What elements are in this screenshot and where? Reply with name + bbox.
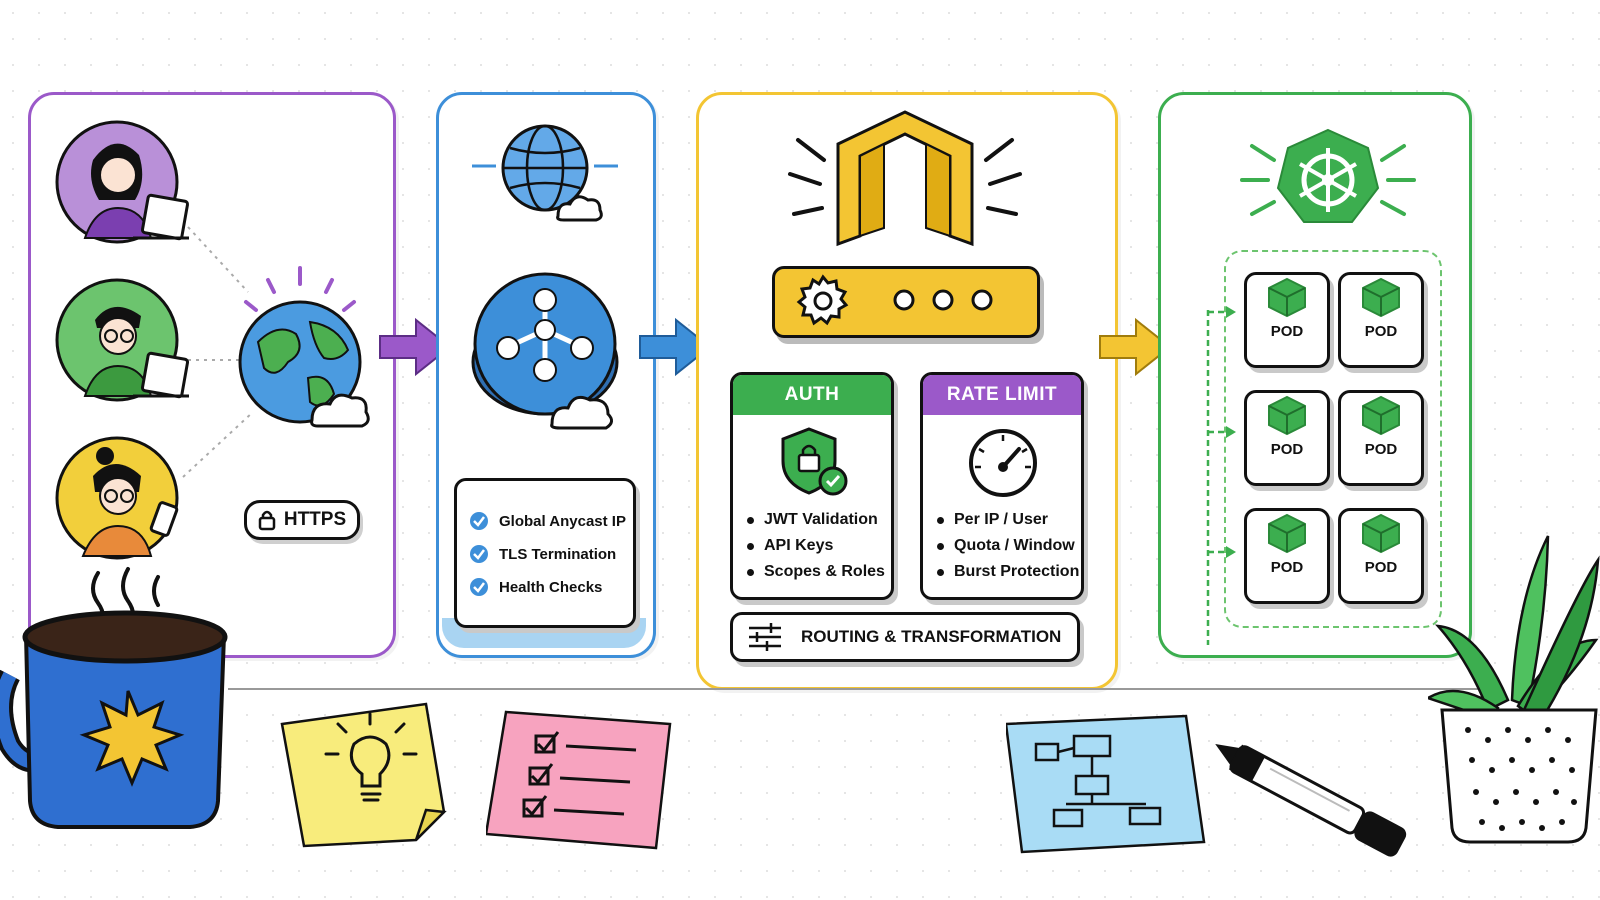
auth-item: Scopes & Roles [747,563,885,581]
pod-card: POD [1338,272,1424,368]
pod-card: POD [1338,390,1424,486]
speedometer-icon [969,429,1037,497]
check-circle-icon [470,578,488,596]
shield-lock-icon [781,427,848,496]
feature-item-anycast: Global Anycast IP [469,511,626,531]
cube-icon [1268,395,1306,436]
rate-limit-item: Per IP / User [937,511,1048,529]
auth-card: AUTH JWT Validation API Keys Scopes & Ro… [730,372,894,600]
clients-illustration [182,226,254,478]
check-circle-icon [470,512,488,530]
flow-arrow-gateway-to-cluster [1099,317,1172,377]
auth-item: JWT Validation [747,511,878,529]
routing-transformation-bar: ROUTING & TRANSFORMATION [730,612,1080,662]
flow-arrow-clients-to-lb [379,317,452,377]
auth-item: API Keys [747,537,833,555]
pod-label: POD [1270,441,1304,458]
internet-globe-icon [238,266,370,428]
pod-label: POD [1270,559,1304,576]
user-woman-laptop-avatar [55,120,190,244]
feature-item-tls: TLS Termination [469,544,616,564]
coffee-mug-icon [0,567,228,829]
pod-card: POD [1244,508,1330,604]
auth-item-label: JWT Validation [764,511,878,528]
pod-card: POD [1338,508,1424,604]
sticky-note-flowchart [1006,714,1206,854]
feature-item-health: Health Checks [469,577,602,597]
rate-limit-item: Burst Protection [937,563,1079,581]
gateway-portal-icon [788,110,1022,247]
sliders-icon [749,623,781,651]
auth-item-label: API Keys [764,537,834,554]
potted-plant-icon [1428,535,1600,844]
feature-label: Global Anycast IP [499,512,626,530]
user-man-laptop-avatar [55,278,190,402]
rate-limit-card: RATE LIMIT Per IP / User Quota / Window … [920,372,1084,600]
load-balancer-hub-icon [471,272,619,430]
pod-label: POD [1364,559,1398,576]
lock-icon [258,510,276,531]
https-badge: HTTPS [244,500,360,540]
pod-label: POD [1270,323,1304,340]
pod-label: POD [1364,441,1398,458]
pods-group-boundary [1224,250,1442,628]
feature-label: TLS Termination [499,545,617,563]
flow-arrow-lb-to-gateway [639,317,712,377]
check-circle-icon [470,545,488,563]
sticky-note-lightbulb [280,702,447,848]
rate-limit-item-label: Burst Protection [954,563,1080,580]
dns-globe-icon [472,124,618,222]
load-balancer-features-card: Global Anycast IP TLS Termination Health… [454,478,636,628]
pod-card: POD [1244,272,1330,368]
rate-limit-item-label: Quota / Window [954,537,1075,554]
auth-item-label: Scopes & Roles [764,563,885,580]
cube-icon [1362,277,1400,318]
rate-limit-item-label: Per IP / User [954,511,1048,528]
auth-card-title: AUTH [733,375,891,415]
gear-icon [796,274,849,326]
https-label: HTTPS [283,509,347,530]
pod-label: POD [1364,323,1398,340]
user-woman-phone-avatar [55,436,179,560]
cube-icon [1362,395,1400,436]
kubernetes-helm-icon [1240,128,1416,223]
marker-pen-icon [1215,743,1407,857]
desk-line [228,688,1488,690]
feature-label: Health Checks [499,578,603,596]
pod-ingress-connectors [1206,306,1236,645]
cube-icon [1362,513,1400,554]
sticky-note-checklist [486,710,672,850]
status-dots-icon [893,289,993,311]
cube-icon [1268,277,1306,318]
rate-limit-item: Quota / Window [937,537,1075,555]
routing-label: ROUTING & TRANSFORMATION [801,627,1062,646]
cube-icon [1268,513,1306,554]
rate-limit-card-title: RATE LIMIT [923,375,1081,415]
pod-card: POD [1244,390,1330,486]
